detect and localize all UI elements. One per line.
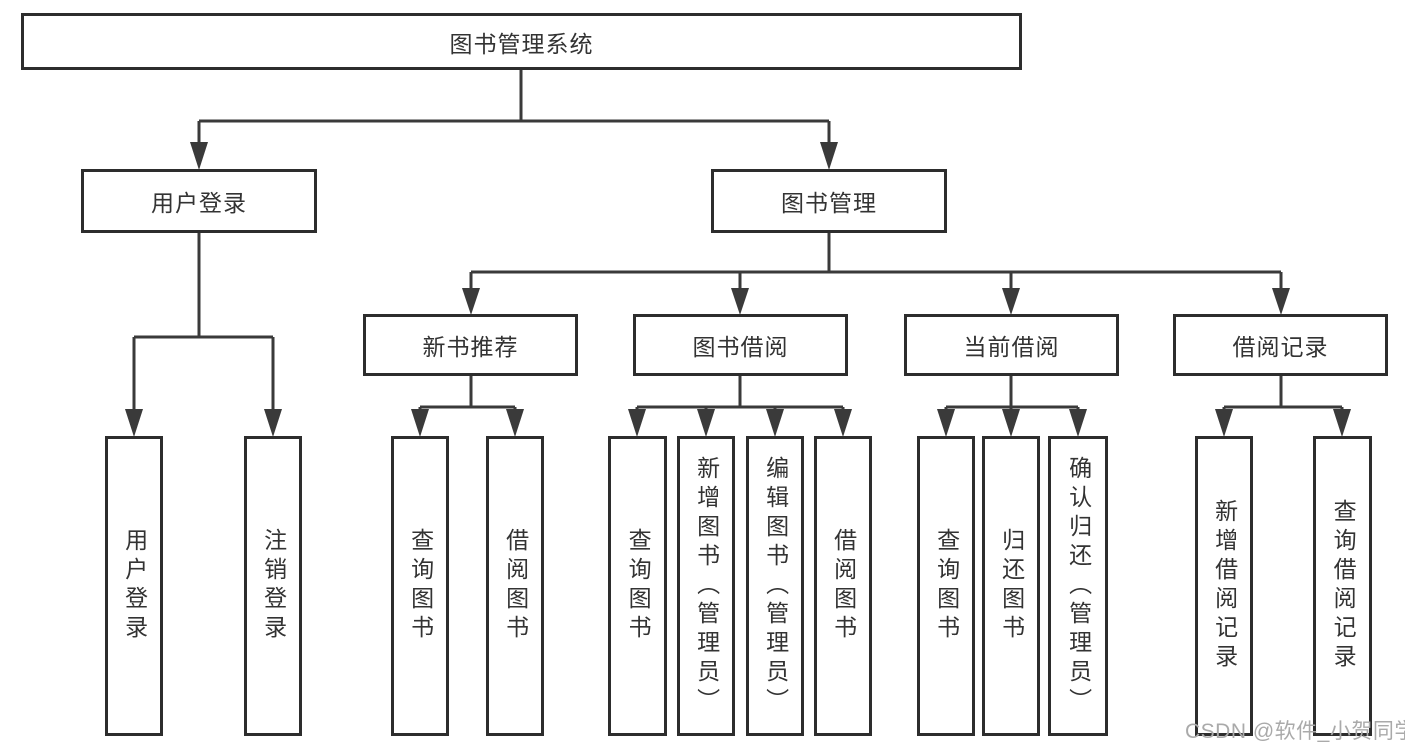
leaf-current-query-books: 查询图书	[917, 436, 975, 736]
node-label: 用户登录	[121, 528, 148, 644]
node-label: 图书借阅	[692, 334, 789, 360]
leaf-borrow-query-books: 查询图书	[608, 436, 667, 736]
node-root-system: 图书管理系统	[21, 13, 1022, 70]
leaf-current-confirm-return-admin: 确认归还（管理员）	[1048, 436, 1108, 736]
node-label: 查询图书	[407, 528, 434, 644]
node-label: 注销登录	[260, 528, 287, 644]
leaf-records-query-record: 查询借阅记录	[1313, 436, 1372, 736]
arrowhead-icons	[125, 142, 1351, 437]
node-book-management: 图书管理	[711, 169, 947, 233]
node-label: 确认归还（管理员）	[1065, 455, 1092, 717]
node-label: 查询图书	[625, 528, 652, 644]
leaf-newrec-borrow-books: 借阅图书	[486, 436, 544, 736]
node-label: 归还图书	[998, 528, 1025, 644]
leaf-borrow-borrow-books: 借阅图书	[814, 436, 872, 736]
leaf-borrow-edit-books-admin: 编辑图书（管理员）	[746, 436, 804, 736]
node-user-login: 用户登录	[81, 169, 317, 233]
leaf-logout: 注销登录	[244, 436, 302, 736]
node-label: 查询借阅记录	[1330, 499, 1357, 673]
node-label: 借阅记录	[1232, 334, 1329, 360]
node-label: 查询图书	[933, 528, 960, 644]
leaf-current-return-books: 归还图书	[982, 436, 1040, 736]
node-book-borrow: 图书借阅	[633, 314, 848, 376]
node-current-borrow: 当前借阅	[904, 314, 1119, 376]
node-label: 编辑图书（管理员）	[762, 455, 789, 717]
node-label: 当前借阅	[963, 334, 1060, 360]
node-new-book-recommend: 新书推荐	[363, 314, 578, 376]
node-borrow-records: 借阅记录	[1173, 314, 1388, 376]
node-label: 借阅图书	[502, 528, 529, 644]
node-label: 用户登录	[151, 190, 247, 216]
leaf-records-add-record: 新增借阅记录	[1195, 436, 1253, 736]
leaf-user-login: 用户登录	[105, 436, 163, 736]
node-label: 图书管理	[781, 190, 877, 216]
node-label: 借阅图书	[830, 528, 857, 644]
node-label: 新增借阅记录	[1211, 499, 1238, 673]
node-label: 新书推荐	[422, 334, 519, 360]
node-label: 新增图书（管理员）	[693, 455, 720, 717]
csdn-watermark: CSDN @软件_小贺同学	[1185, 720, 1405, 743]
leaf-borrow-add-books-admin: 新增图书（管理员）	[677, 436, 735, 736]
leaf-newrec-query-books: 查询图书	[391, 436, 449, 736]
node-label: 图书管理系统	[449, 30, 594, 57]
